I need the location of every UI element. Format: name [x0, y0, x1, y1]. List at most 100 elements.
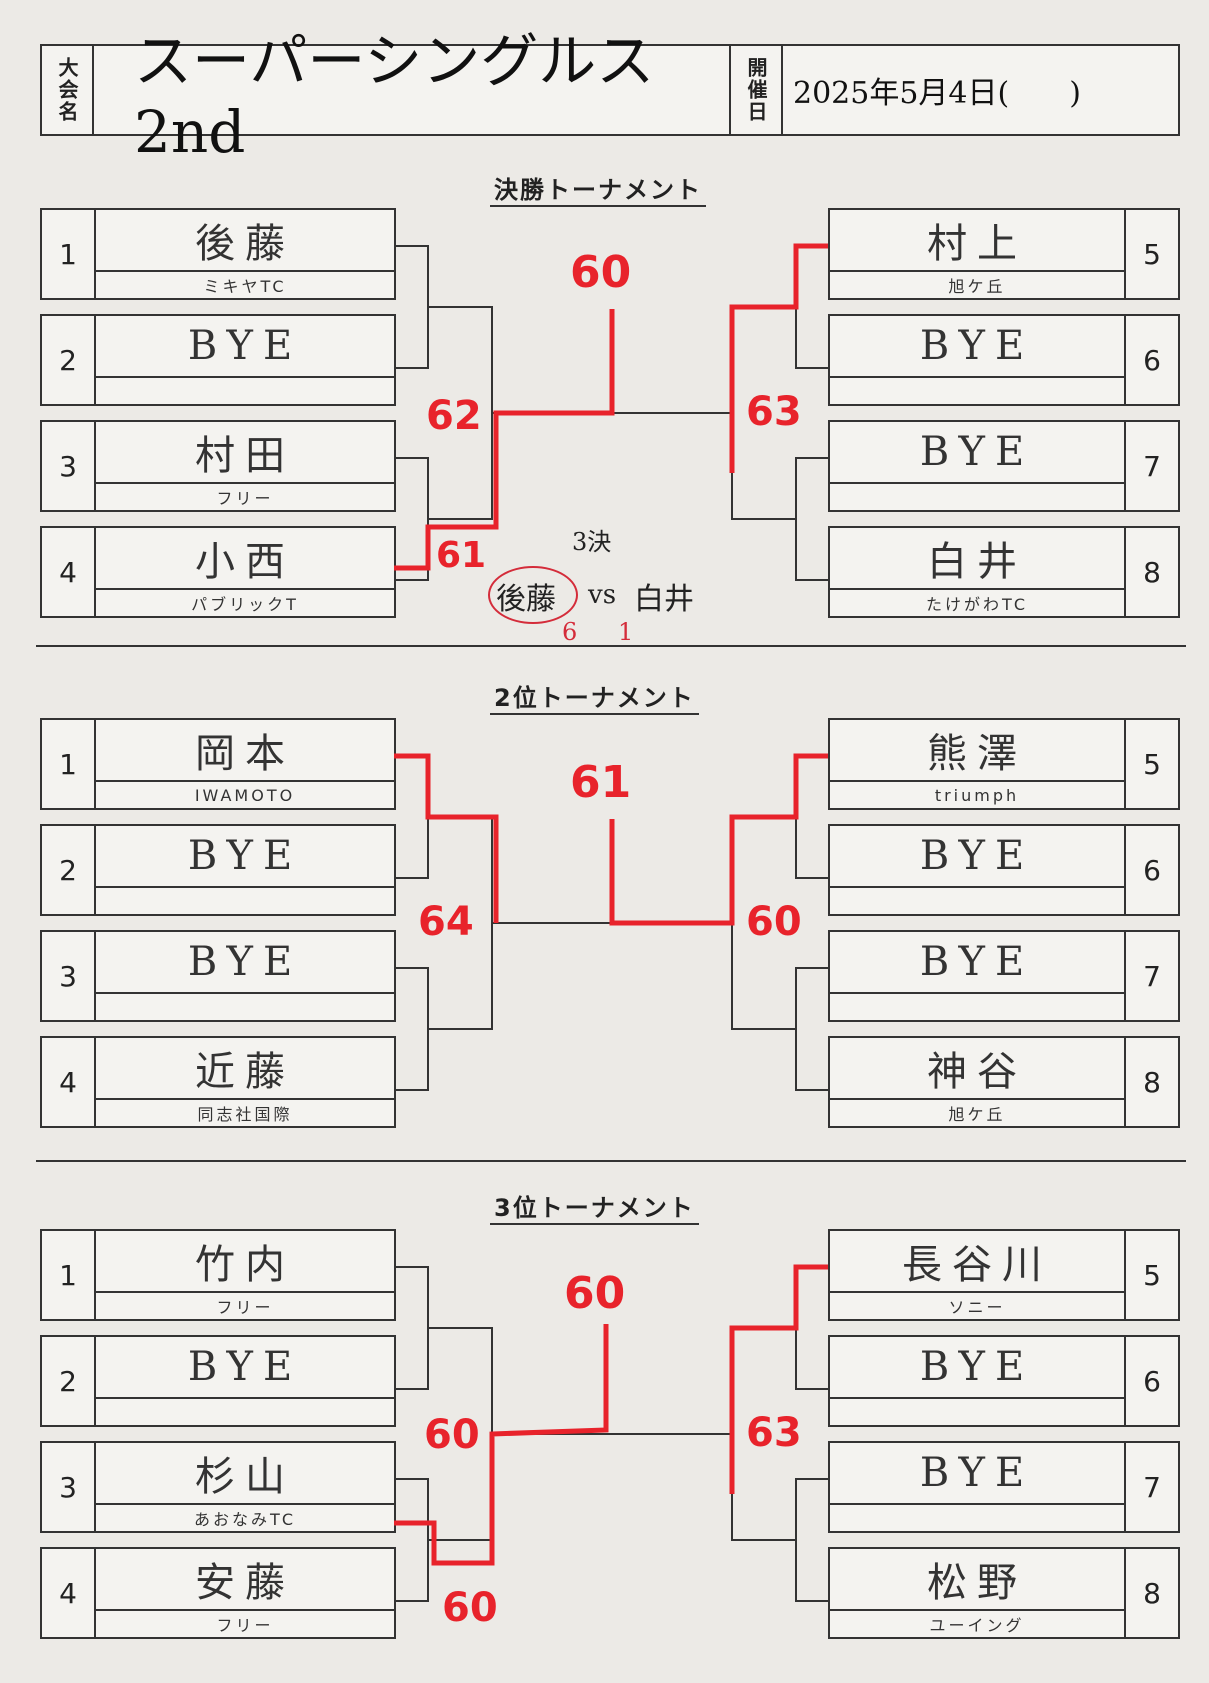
bracket-line	[396, 245, 429, 369]
score-final-left: 64	[418, 899, 474, 945]
seed-number: 2	[42, 826, 96, 914]
player-club: フリー	[216, 1298, 274, 1317]
player-name: BYE	[830, 826, 1124, 888]
score-semi-left: 61	[436, 535, 487, 576]
player-name: 長谷川	[830, 1231, 1124, 1293]
bracket-line	[795, 967, 828, 1091]
seed-number: 7	[1124, 422, 1178, 510]
seed-number: 7	[1124, 1443, 1178, 1531]
score-final-right: 60	[746, 899, 802, 945]
seed-number: 5	[1124, 1231, 1178, 1319]
bracket-line	[731, 306, 796, 520]
seed-number: 4	[42, 1038, 96, 1126]
score-champion: 61	[570, 757, 632, 808]
third-place-score2: 1	[618, 618, 634, 646]
seed-number: 5	[1124, 720, 1178, 808]
seed-number: 5	[1124, 210, 1178, 298]
section-divider	[36, 645, 1186, 647]
player-name: 白井	[830, 528, 1124, 590]
third-place-player2: 白井	[634, 582, 694, 617]
seed-number: 8	[1124, 1549, 1178, 1637]
player-club: フリー	[216, 1616, 274, 1635]
player-club: フリー	[216, 489, 274, 508]
date-label: 開催日	[731, 46, 783, 134]
player-name: 安藤	[96, 1549, 394, 1611]
player-name: 杉山	[96, 1443, 394, 1505]
player-name: 岡本	[96, 720, 394, 782]
player-club: ミキヤTC	[203, 277, 287, 296]
seed-number: 3	[42, 932, 96, 1020]
seed-number: 3	[42, 1443, 96, 1531]
bracket-line	[396, 1266, 429, 1390]
score-champion: 60	[570, 247, 632, 298]
bracket-line	[428, 306, 493, 520]
winner-line	[394, 1324, 609, 1566]
bracket-line	[795, 245, 828, 369]
player-club: パブリックT	[191, 595, 299, 614]
bracket-line	[428, 816, 493, 1030]
event-date: 2025年5月4日( )	[793, 76, 1081, 111]
seed-number: 8	[1124, 1038, 1178, 1126]
player-name: BYE	[830, 1443, 1124, 1505]
score-final-right: 63	[746, 1410, 802, 1456]
player-name: 後藤	[96, 210, 394, 272]
player-club: IWAMOTO	[194, 785, 296, 805]
seed-number: 1	[42, 210, 96, 298]
seed-number: 4	[42, 1549, 96, 1637]
player-name: 小西	[96, 528, 394, 590]
winner-line	[729, 243, 828, 473]
seed-number: 1	[42, 720, 96, 808]
section-title-second: 2位トーナメント	[490, 678, 699, 715]
third-place-label: 3決	[572, 528, 612, 556]
section-title-final: 決勝トーナメント	[490, 170, 706, 207]
player-name: 熊澤	[830, 720, 1124, 782]
winner-circle	[488, 566, 578, 624]
bracket-line	[396, 457, 429, 581]
player-name: BYE	[96, 316, 394, 378]
player-name: BYE	[830, 422, 1124, 484]
player-name: BYE	[96, 826, 394, 888]
player-club: 旭ケ丘	[948, 277, 1006, 296]
player-name: BYE	[830, 316, 1124, 378]
bracket-line	[795, 755, 828, 879]
player-name: BYE	[830, 1337, 1124, 1399]
player-club: 旭ケ丘	[948, 1105, 1006, 1124]
player-name: BYE	[96, 1337, 394, 1399]
third-place-player1: 後藤	[496, 582, 556, 617]
seed-number: 7	[1124, 932, 1178, 1020]
player-name: 竹内	[96, 1231, 394, 1293]
player-club: triumph	[934, 785, 1020, 805]
seed-number: 6	[1124, 1337, 1178, 1425]
winner-line	[394, 753, 499, 923]
bracket-line	[396, 967, 429, 1091]
score-final-left: 60	[424, 1412, 480, 1458]
seed-number: 2	[42, 1337, 96, 1425]
player-name: BYE	[830, 932, 1124, 994]
player-name: 村田	[96, 422, 394, 484]
section-title-third: 3位トーナメント	[490, 1188, 699, 1225]
bracket-line	[396, 1478, 429, 1602]
score-champion: 60	[564, 1268, 626, 1319]
player-club: あおなみTC	[193, 1510, 296, 1529]
score-final-left: 62	[426, 393, 482, 439]
seed-number: 8	[1124, 528, 1178, 616]
third-place-score1: 6	[562, 618, 578, 646]
